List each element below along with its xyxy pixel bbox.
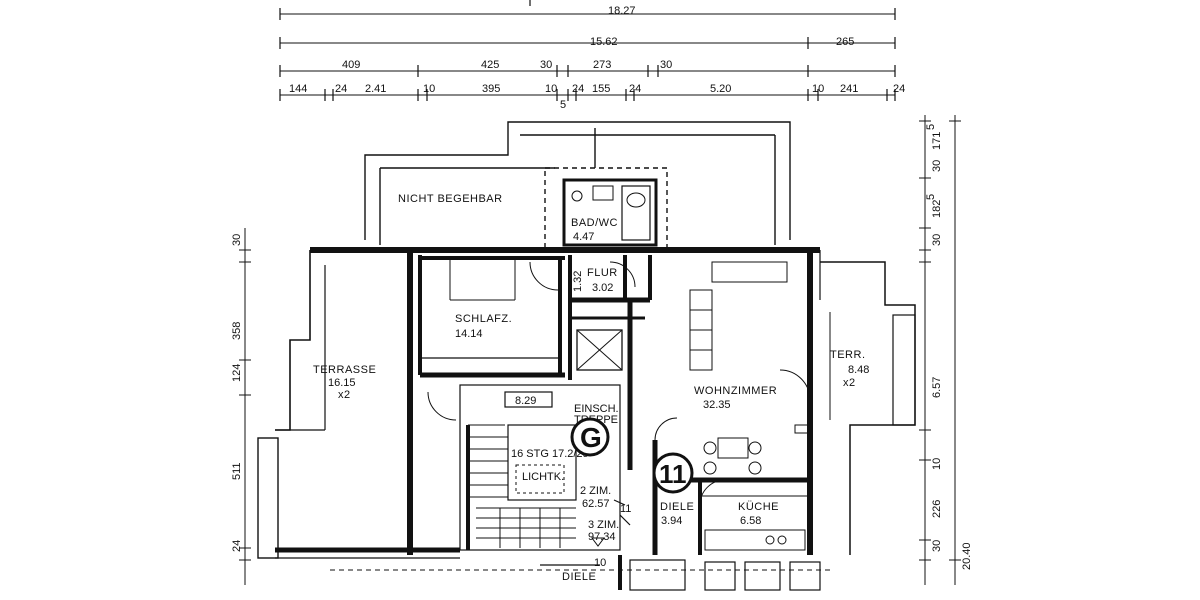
label-nicht-begehbar: NICHT BEGEHBAR bbox=[398, 193, 503, 205]
dim-label: 24 bbox=[572, 83, 584, 95]
door-number-label: 11 bbox=[620, 503, 631, 515]
dim-label: 24 bbox=[629, 83, 641, 95]
dim-label: 358 bbox=[231, 322, 243, 340]
dim-label: 5 bbox=[560, 99, 566, 111]
dim-label: 265 bbox=[836, 36, 854, 48]
area-3zim: 97.34 bbox=[588, 531, 616, 543]
marker-g-label: G bbox=[580, 422, 602, 453]
dimension-chain-left bbox=[239, 228, 251, 585]
dim-label: 124 bbox=[231, 364, 243, 382]
marker-eleven: 11 bbox=[652, 452, 694, 494]
dim-label: 30 bbox=[931, 160, 943, 172]
label-2zim: 2 ZIM. bbox=[580, 485, 611, 497]
bathroom bbox=[562, 178, 658, 247]
dim-label: 226 bbox=[931, 500, 943, 518]
room-labels: NICHT BEGEHBAR BAD/WC 4.47 FLUR 3.02 1.3… bbox=[313, 193, 869, 583]
area-kueche: 6.58 bbox=[740, 515, 761, 527]
label-einsch: EINSCH. bbox=[574, 403, 619, 415]
dim-label: 5 bbox=[925, 124, 937, 130]
terr-multiplier: x2 bbox=[843, 377, 856, 389]
dim-label: 5.20 bbox=[710, 83, 731, 95]
dimension-labels-right: 171 5 30 182 5 30 6.57 10 226 30 20.40 bbox=[925, 124, 973, 570]
stair-level: 8.29 bbox=[515, 395, 536, 407]
dim-label: 24 bbox=[893, 83, 905, 95]
label-terr: TERR. bbox=[830, 349, 866, 361]
roof-outline bbox=[364, 121, 791, 249]
area-flur: 3.02 bbox=[592, 282, 613, 294]
dim-label: 10 bbox=[931, 458, 943, 470]
area-terr: 8.48 bbox=[848, 364, 869, 376]
label-bad: BAD/WC bbox=[571, 217, 618, 229]
dim-label: 15.62 bbox=[590, 36, 618, 48]
dim-label: 409 bbox=[342, 59, 360, 71]
label-lichtk: LICHTK. bbox=[522, 471, 564, 483]
door-number-label: 10 bbox=[594, 557, 606, 569]
dim-label: 24 bbox=[335, 83, 347, 95]
label-terrasse: TERRASSE bbox=[313, 364, 376, 376]
dim-label: 511 bbox=[231, 462, 243, 480]
label-3zim: 3 ZIM. bbox=[588, 519, 619, 531]
dim-label: 425 bbox=[481, 59, 499, 71]
dimension-chain-right bbox=[919, 115, 961, 585]
label-diele: DIELE bbox=[660, 501, 694, 513]
area-terrasse: 16.15 bbox=[328, 377, 356, 389]
dim-label: 30 bbox=[660, 59, 672, 71]
area-diele: 3.94 bbox=[661, 515, 682, 527]
area-schlafzimmer: 14.14 bbox=[455, 328, 483, 340]
label-kueche: KÜCHE bbox=[738, 501, 779, 513]
dim-total-width: 18.27 bbox=[608, 5, 636, 17]
label-wohnzimmer: WOHNZIMMER bbox=[694, 385, 777, 397]
dim-label: 5 bbox=[925, 194, 937, 200]
dim-label: 30 bbox=[931, 234, 943, 246]
marker-g: G bbox=[570, 417, 610, 457]
dim-label: 30 bbox=[540, 59, 552, 71]
dim-label: 2.41 bbox=[365, 83, 386, 95]
dim-flur: 1.32 bbox=[572, 271, 584, 292]
area-2zim: 62.57 bbox=[582, 498, 610, 510]
label-schlafzimmer: SCHLAFZ. bbox=[455, 313, 512, 325]
dim-label: 10 bbox=[812, 83, 824, 95]
label-stairs: 16 STG 17.2/29 bbox=[511, 448, 589, 460]
dim-label: 24 bbox=[231, 540, 243, 552]
dim-label: 144 bbox=[289, 83, 307, 95]
dim-label: 10 bbox=[545, 83, 557, 95]
dimension-chains-top bbox=[279, 0, 896, 101]
dim-label: 171 bbox=[931, 132, 943, 150]
dim-label: 20.40 bbox=[961, 542, 973, 570]
area-bad: 4.47 bbox=[573, 231, 594, 243]
dim-label: 155 bbox=[592, 83, 610, 95]
dimension-labels-top: 18.27 15.62 265 409 425 30 273 30 144 24… bbox=[289, 5, 905, 111]
dim-label: 182 bbox=[931, 200, 943, 218]
main-walls bbox=[257, 247, 916, 591]
terrasse-multiplier: x2 bbox=[338, 389, 351, 401]
label-flur: FLUR bbox=[587, 267, 618, 279]
dimension-labels-left: 30 358 124 511 24 bbox=[231, 234, 243, 552]
dim-label: 30 bbox=[231, 234, 243, 246]
area-wohnzimmer: 32.35 bbox=[703, 399, 731, 411]
dim-label: 395 bbox=[482, 83, 500, 95]
dim-label: 10 bbox=[423, 83, 435, 95]
dim-label: 241 bbox=[840, 83, 858, 95]
label-diele-bottom: DIELE bbox=[562, 571, 596, 583]
marker-eleven-label: 11 bbox=[659, 459, 687, 489]
dim-label: 273 bbox=[593, 59, 611, 71]
dim-label: 6.57 bbox=[931, 377, 943, 398]
dim-label: 30 bbox=[931, 540, 943, 552]
